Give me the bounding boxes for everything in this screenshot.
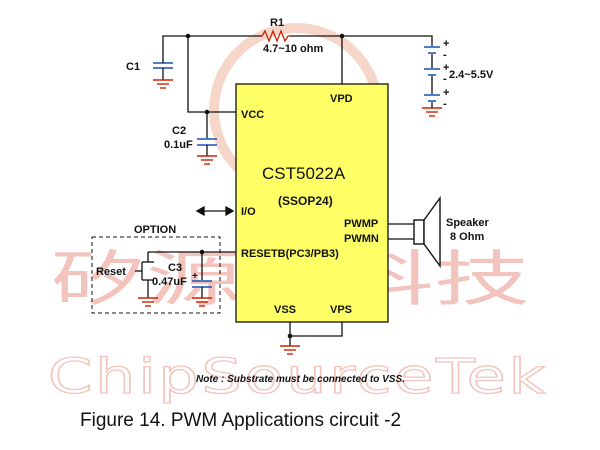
pin-vcc-label: VCC — [241, 109, 264, 121]
wire-top-left — [162, 35, 262, 58]
c2-name: C2 — [172, 125, 186, 137]
junction-dot — [287, 333, 293, 339]
junction-dot — [199, 249, 205, 255]
junctions — [185, 33, 345, 339]
option-label: OPTION — [134, 224, 176, 236]
c3-plus-sign: + — [192, 271, 198, 282]
r1-value: 4.7~10 ohm — [263, 43, 323, 55]
capacitor-c1 — [153, 62, 173, 69]
battery-minus-sign: - — [443, 98, 447, 110]
pin-resetb-label: RESETB(PC3/PB3) — [241, 248, 339, 260]
pin-vpd-label: VPD — [330, 93, 353, 105]
ground-reset-icon — [138, 297, 158, 307]
c3-value: 0.47uF — [152, 276, 187, 288]
junction-dot — [185, 33, 191, 39]
ground-main-icon — [280, 345, 300, 355]
battery-plus-sign: + — [443, 87, 449, 99]
c2-value: 0.1uF — [164, 139, 193, 151]
speaker-name: Speaker — [446, 217, 490, 229]
pin-pwmn-label: PWMN — [344, 233, 379, 245]
chip-name: CST5022A — [262, 164, 346, 183]
r1-name: R1 — [270, 17, 284, 29]
battery-plus-sign: + — [443, 62, 449, 74]
battery — [424, 46, 440, 102]
io-arrow-head-right — [225, 205, 235, 217]
watermark-english: ChipSourceTek — [48, 349, 548, 405]
ground-c3-icon — [192, 297, 212, 307]
capacitor-c2 — [197, 138, 217, 146]
chip-package: (SSOP24) — [278, 194, 333, 208]
junction-dot — [204, 109, 210, 115]
option-box — [91, 236, 221, 314]
ground-symbols — [138, 79, 442, 355]
pin-vss-label: VSS — [274, 304, 296, 316]
wire-bottom — [289, 322, 343, 337]
chip-body — [235, 83, 389, 323]
speaker-magnet — [413, 219, 425, 245]
speaker-icon — [413, 195, 441, 269]
speaker-cone — [423, 195, 441, 269]
figure-caption: Figure 14. PWM Applications circuit -2 — [80, 410, 401, 431]
c1-name: C1 — [126, 61, 140, 73]
pin-io-label: I/O — [241, 206, 256, 218]
junction-dot — [339, 33, 345, 39]
battery-label: 2.4~5.5V — [449, 69, 494, 81]
substrate-note: Note : Substrate must be connected to VS… — [196, 374, 405, 385]
speaker-value: 8 Ohm — [450, 231, 484, 243]
battery-polarity: + - + - + - — [443, 38, 449, 110]
pin-pwmp-label: PWMP — [344, 218, 378, 230]
wires — [147, 35, 433, 346]
c3-name: C3 — [168, 262, 182, 274]
reset-label: Reset — [96, 266, 126, 278]
ground-c2-icon — [197, 155, 217, 165]
io-arrow-head-left — [195, 205, 205, 217]
battery-plus-sign: + — [443, 38, 449, 50]
wire-vcc — [187, 36, 236, 113]
io-arrow-icon — [195, 205, 235, 217]
reset-switch — [135, 261, 154, 281]
battery-minus-sign: - — [443, 49, 447, 61]
ground-battery-icon — [422, 107, 442, 117]
ground-c1-icon — [153, 79, 173, 89]
resistor-r1 — [261, 29, 290, 43]
pin-vps-label: VPS — [330, 304, 352, 316]
battery-minus-sign: - — [443, 73, 447, 85]
wire-top-right — [290, 35, 433, 46]
